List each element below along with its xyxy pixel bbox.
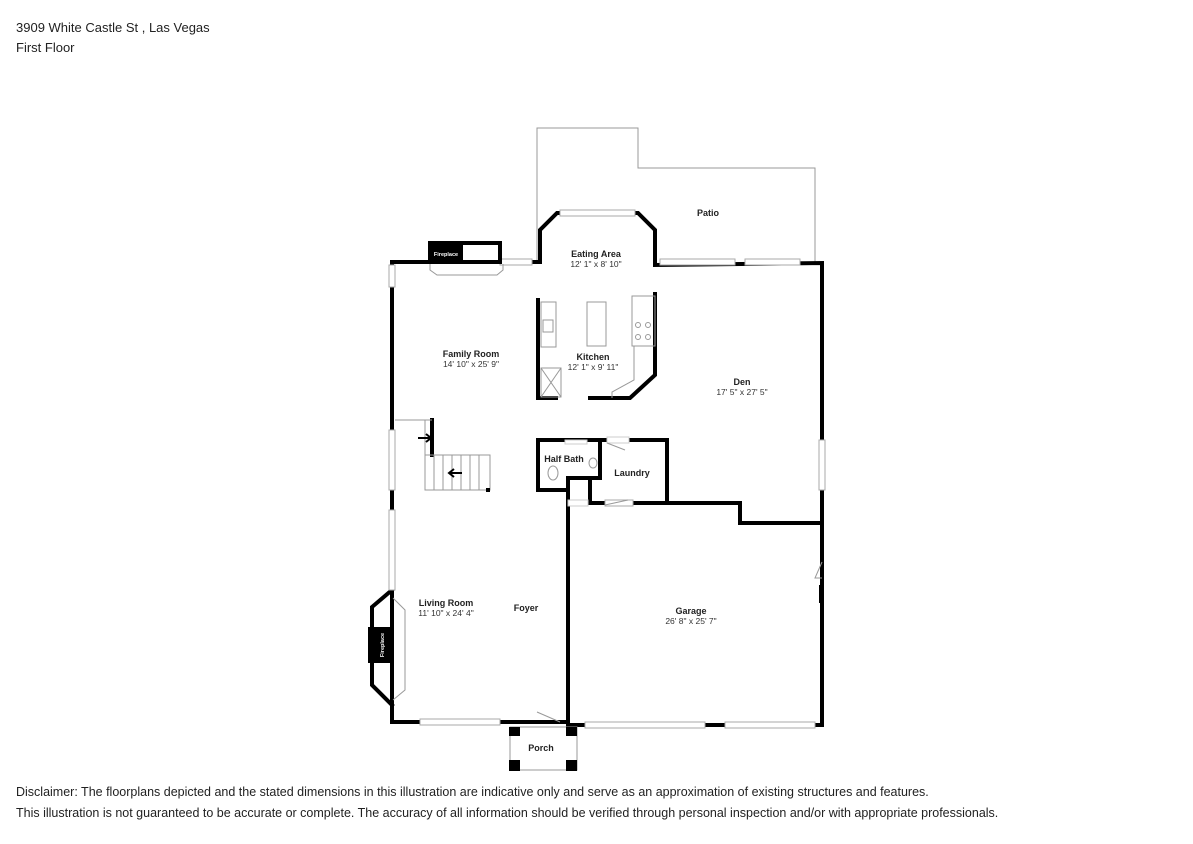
room-dimensions: 17' 5" x 27' 5" [716, 387, 767, 397]
room-patio: Patio [697, 208, 720, 218]
porch [509, 726, 578, 771]
room-dimensions: 14' 10" x 25' 9" [443, 359, 499, 369]
room-family-room: Family Room [443, 349, 500, 359]
disclaimer-line-2: This illustration is not guaranteed to b… [16, 806, 999, 820]
room-laundry: Laundry [614, 468, 650, 478]
room-living-room: Living Room [419, 598, 474, 608]
disclaimer-line-1: Disclaimer: The floorplans depicted and … [16, 785, 929, 799]
room-half-bath: Half Bath [544, 454, 584, 464]
stair-arrow-icon [418, 433, 433, 443]
bath-fixtures [547, 457, 598, 481]
room-den: Den [733, 377, 750, 387]
room-dimensions: 11' 10" x 24' 4" [418, 608, 473, 618]
stairs[interactable] [395, 419, 491, 492]
room-garage: Garage [675, 606, 706, 616]
windows [388, 209, 826, 729]
walls [370, 211, 824, 727]
room-kitchen: Kitchen [576, 352, 609, 362]
room-dimensions: Fireplace [380, 633, 386, 657]
address-title: 3909 White Castle St , Las Vegas [16, 20, 210, 35]
kitchen-fixtures [540, 295, 656, 398]
room-foyer: Foyer [514, 603, 539, 613]
room-porch: Porch [528, 743, 554, 753]
fireplace-left: Fireplace [368, 597, 406, 701]
patio-outline [536, 127, 816, 262]
room-dimensions: Fireplace [434, 252, 458, 258]
room-dimensions: 12' 1" x 9' 11" [568, 362, 619, 372]
floor-title: First Floor [16, 40, 75, 55]
room-eating-area: Eating Area [571, 249, 622, 259]
fireplace-top: Fireplace [428, 241, 504, 276]
room-dimensions: 26' 8" x 25' 7" [665, 616, 716, 626]
room-dimensions: 12' 1" x 8' 10" [570, 259, 621, 269]
stair-arrow-icon [447, 468, 462, 478]
